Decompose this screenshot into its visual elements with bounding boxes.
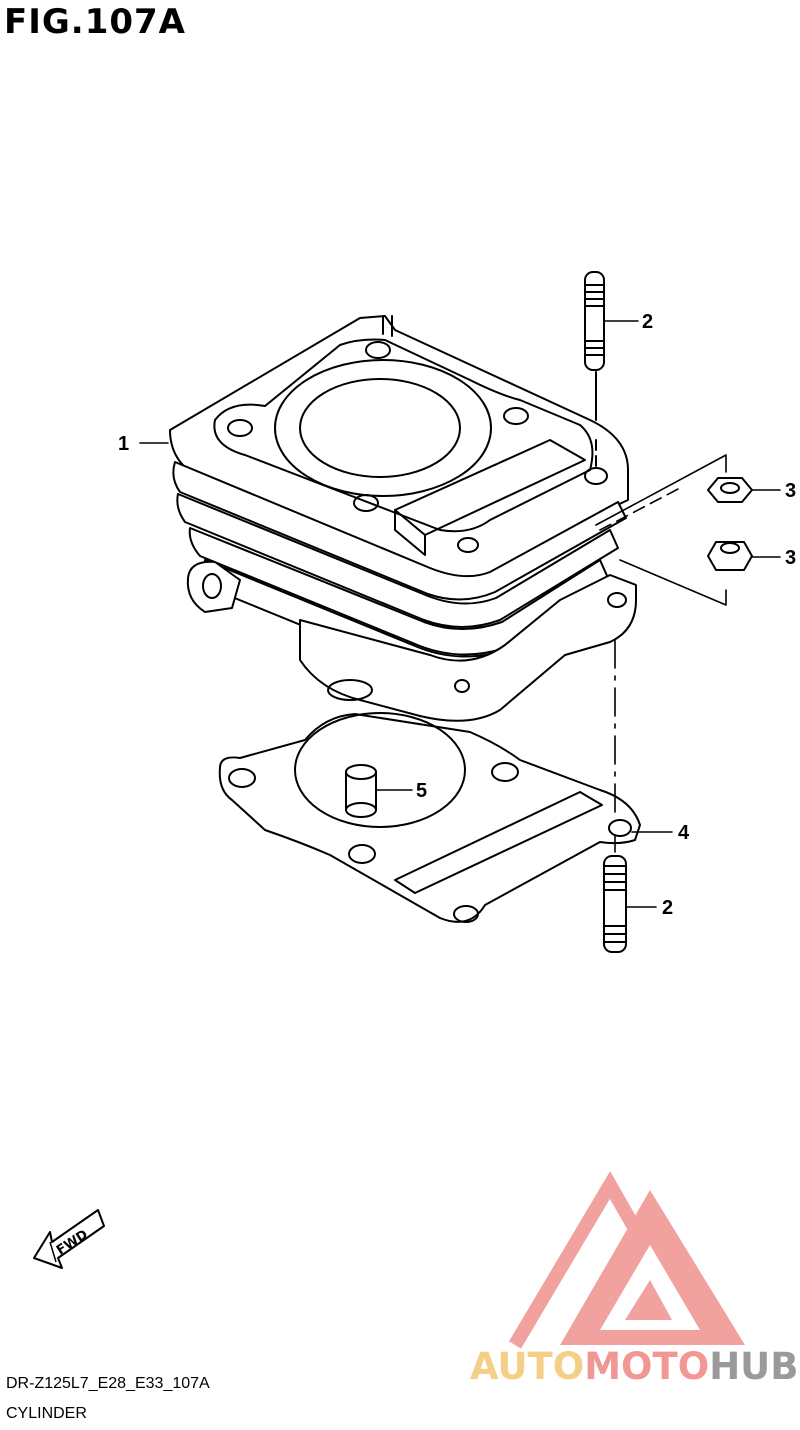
fwd-arrow-icon: FWD (33, 1209, 105, 1269)
callout-3-upper: 3 (785, 480, 796, 502)
callout-5: 5 (416, 780, 427, 802)
watermark-wordmark: AUTOMOTOHUB (470, 1345, 798, 1388)
figure-code: DR-Z125L7_E28_E33_107A (6, 1375, 210, 1392)
watermark-logo-icon (508, 1171, 745, 1349)
dowel-pin (345, 764, 377, 818)
watermark-hub: HUB (709, 1345, 799, 1388)
cylinder-base-gasket (218, 712, 641, 923)
stud-bolt-bottom (603, 855, 627, 953)
figure-name: CYLINDER (6, 1405, 87, 1422)
stud-bolt-top (584, 271, 605, 371)
callout-2-bottom: 2 (662, 897, 673, 919)
flange-nut-lower (707, 541, 753, 571)
callout-1: 1 (118, 433, 129, 455)
callout-4: 4 (678, 822, 690, 844)
flange-nut-upper (707, 477, 753, 503)
cylinder-part (169, 315, 637, 722)
watermark-auto: AUTO (470, 1345, 585, 1388)
callout-3-lower: 3 (785, 547, 796, 569)
figure-title: FIG.107A (4, 2, 186, 42)
callout-2-top: 2 (642, 311, 653, 333)
watermark-moto: MOTO (584, 1345, 710, 1388)
